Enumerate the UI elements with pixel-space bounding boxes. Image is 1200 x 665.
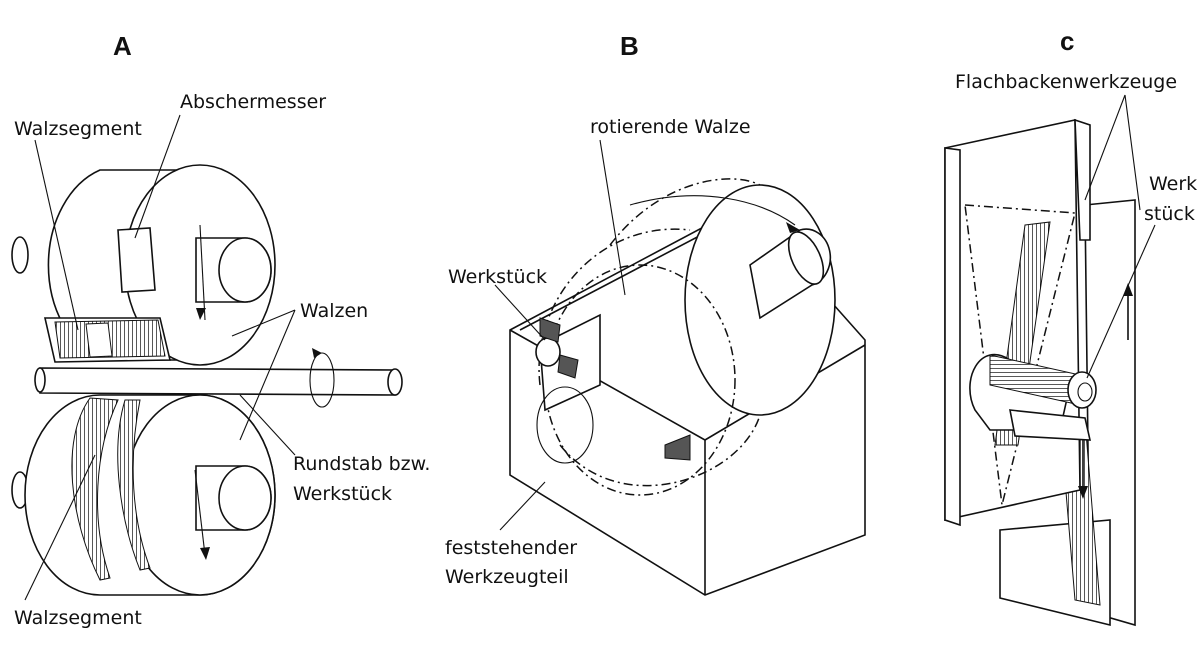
label-abschermesser: Abschermesser [180, 91, 326, 113]
label-flachbacken: Flachbackenwerkzeuge [955, 71, 1177, 93]
leader-walzsegment-bottom [24, 454, 96, 601]
label-walzsegment-top: Walzsegment [14, 118, 142, 140]
leader-flachbacken [1084, 94, 1141, 211]
panel-b: B [445, 31, 866, 596]
panel-b-letter: B [620, 31, 639, 61]
leader-feststehender [499, 481, 546, 531]
leader-rundstab [239, 394, 296, 456]
label-werk-line1: Werk [1149, 173, 1197, 195]
label-rotierende-walze: rotierende Walze [590, 116, 751, 138]
panel-c-letter: c [1060, 26, 1074, 56]
front-flat-die [944, 118, 1091, 527]
leader-werkstueck-b [494, 284, 546, 341]
leader-werkstueck-c [1086, 224, 1156, 379]
leader-walzsegment-top [34, 139, 79, 331]
panel-c: c Flachbackenwerkze [944, 26, 1197, 627]
label-walzen: Walzen [300, 300, 368, 322]
upper-roll [11, 164, 276, 366]
panel-a-letter: A [113, 31, 132, 61]
label-werkstueck-b: Werkstück [448, 266, 547, 288]
workpiece-b [535, 313, 691, 464]
leader-walzen [231, 309, 296, 441]
label-feststehender-line1: feststehender [445, 537, 577, 559]
rotating-roll [538, 178, 836, 496]
lower-roll [11, 394, 276, 596]
panel-a: A [11, 31, 430, 629]
label-rundstab-line2: Werkstück [293, 483, 392, 505]
leader-abschermesser [134, 114, 181, 239]
leader-rotierende-walze [599, 139, 626, 296]
label-werk-line2: stück [1144, 203, 1195, 225]
label-walzsegment-bottom: Walzsegment [14, 607, 142, 629]
round-bar [34, 348, 403, 408]
label-rundstab-line1: Rundstab bzw. [293, 453, 430, 475]
label-feststehender-line2: Werkzeugteil [445, 566, 569, 588]
workpiece-c [989, 354, 1097, 441]
